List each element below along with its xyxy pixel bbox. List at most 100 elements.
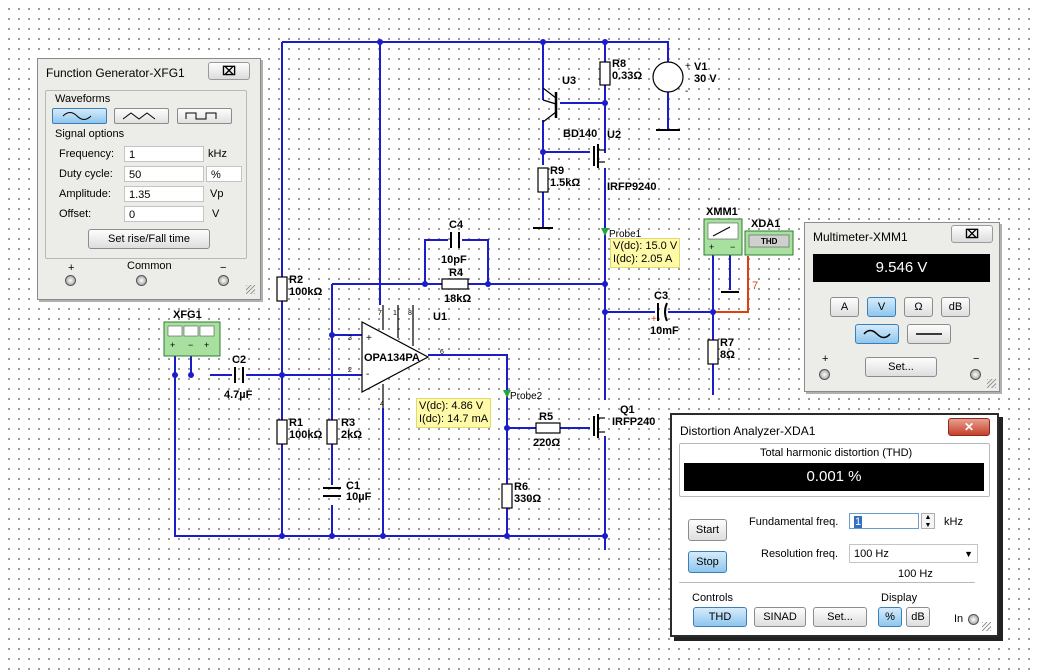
svg-text:10pF: 10pF (441, 254, 467, 266)
thd-button[interactable]: THD (693, 607, 747, 627)
frequency-unit: kHz (208, 148, 227, 160)
svg-text:+: + (651, 314, 657, 325)
frequency-label: Frequency: (59, 148, 115, 160)
r3-resistor[interactable]: R3 2kΩ (326, 417, 362, 445)
resize-grip-icon[interactable] (982, 622, 991, 631)
r9-resistor[interactable]: R9 1.5kΩ (533, 165, 580, 229)
dc-mode-button[interactable] (907, 324, 951, 344)
close-button[interactable]: ✕ (948, 418, 990, 436)
chevron-down-icon: ▼ (964, 549, 973, 559)
svg-text:100kΩ: 100kΩ (289, 429, 322, 441)
sinad-button[interactable]: SINAD (754, 607, 806, 627)
resize-grip-icon[interactable] (987, 379, 996, 388)
q1-mosfet[interactable]: Q1 IRFP240 (593, 404, 655, 438)
r1-resistor[interactable]: R1 100kΩ (276, 417, 322, 445)
probe1-marker[interactable]: Probe1 (601, 228, 642, 240)
plus-terminal[interactable] (65, 275, 76, 286)
start-button[interactable]: Start (688, 519, 727, 541)
xda1-instrument[interactable]: XDA1 THD (744, 218, 794, 256)
decibel-button[interactable]: dB (941, 297, 970, 317)
percent-display-button[interactable]: % (878, 607, 902, 627)
controls-group: Waveforms Signal options Frequency: 1 kH… (45, 90, 247, 259)
function-generator-window[interactable]: Function Generator-XFG1 ⌧ Waveforms Sign… (37, 58, 261, 300)
stop-button[interactable]: Stop (688, 551, 727, 573)
amplitude-unit: Vp (210, 188, 224, 200)
duty-cycle-label: Duty cycle: (59, 168, 113, 180)
c2-capacitor[interactable]: C2 4.7µF (224, 354, 253, 401)
svg-text:THD: THD (761, 237, 778, 246)
u1-opamp[interactable]: 7 1 8 3 2 6 4 + - OPA134PA U1 (348, 305, 447, 408)
db-display-button[interactable]: dB (906, 607, 930, 627)
probe2-marker[interactable]: Probe2 (503, 390, 543, 402)
minus-terminal[interactable] (970, 369, 981, 380)
svg-text:R7: R7 (720, 337, 734, 349)
svg-text:+: + (709, 242, 714, 252)
r2-resistor[interactable]: R2 100kΩ (276, 274, 322, 302)
xfg1-instrument[interactable]: XFG1 + − + (163, 309, 221, 357)
set-rise-fall-button[interactable]: Set rise/Fall time (88, 229, 210, 249)
r8-resistor[interactable]: R8 0.33Ω (599, 58, 642, 86)
plus-terminal[interactable] (819, 369, 830, 380)
display-label: Display (881, 592, 918, 604)
svg-text:−: − (730, 242, 735, 252)
frequency-input[interactable]: 1 (124, 146, 204, 162)
duty-cycle-unit[interactable]: % (206, 166, 242, 182)
svg-text:+: + (204, 340, 209, 350)
amplitude-input[interactable]: 1.35 (124, 186, 204, 202)
measurement-wire[interactable] (713, 256, 749, 313)
offset-input[interactable]: 0 (124, 206, 204, 222)
ac-mode-button[interactable] (855, 324, 899, 344)
offset-label: Offset: (59, 208, 92, 220)
c3-capacitor[interactable]: C3 10mF + (650, 290, 679, 337)
resolution-freq-select[interactable]: 100 Hz ▼ (849, 544, 978, 563)
ac-wave-icon (863, 329, 891, 339)
plus-terminal-label: + (68, 262, 75, 274)
svg-text:Probe2: Probe2 (510, 391, 543, 402)
resize-grip-icon[interactable] (246, 285, 255, 294)
multimeter-display: 9.546 V (813, 254, 990, 282)
svg-text:8: 8 (408, 310, 412, 317)
minus-terminal[interactable] (218, 275, 229, 286)
distortion-analyzer-window[interactable]: Distortion Analyzer-XDA1 ✕ Total harmoni… (670, 413, 999, 637)
u3-transistor[interactable]: U3 BD140 (542, 75, 597, 140)
u2-mosfet[interactable]: U2 IRFP9240 (593, 129, 657, 193)
fundamental-freq-input[interactable]: 1 (849, 513, 919, 529)
svg-text:−: − (188, 340, 193, 350)
close-button[interactable]: ⌧ (208, 62, 250, 80)
triangle-wave-button[interactable] (114, 108, 169, 124)
ammeter-button[interactable]: A (830, 297, 859, 317)
svg-text:100kΩ: 100kΩ (289, 286, 322, 298)
offset-unit: V (212, 208, 220, 220)
set-button[interactable]: Set... (865, 357, 937, 377)
common-terminal[interactable] (136, 275, 147, 286)
v1-source[interactable]: V1 30 V + - (652, 61, 717, 131)
c1-capacitor[interactable]: C1 10µF (323, 480, 372, 503)
freq-spinner[interactable]: ▲▼ (921, 513, 935, 529)
multimeter-window[interactable]: Multimeter-XMM1 ⌧ 9.546 V A V Ω dB + − S… (804, 222, 1000, 392)
sine-wave-button[interactable] (52, 108, 107, 124)
voltmeter-button[interactable]: V (867, 297, 896, 317)
set-button[interactable]: Set... (813, 607, 867, 627)
square-wave-button[interactable] (177, 108, 232, 124)
duty-cycle-input[interactable]: 50 (124, 166, 204, 182)
r6-resistor[interactable]: R6 330Ω (501, 481, 541, 509)
svg-text:Probe1: Probe1 (609, 229, 642, 240)
r5-resistor[interactable]: R5 220Ω (533, 411, 561, 449)
window-title: Function Generator-XFG1 (46, 66, 185, 80)
svg-text:4: 4 (380, 401, 384, 408)
close-button[interactable]: ⌧ (951, 225, 993, 243)
ohmmeter-button[interactable]: Ω (904, 297, 933, 317)
input-terminal-label: In (954, 613, 964, 625)
c4-capacitor[interactable]: C4 10pF (441, 219, 467, 266)
svg-text:+: + (685, 61, 691, 72)
input-terminal[interactable] (968, 614, 979, 625)
r7-resistor[interactable]: R7 8Ω (707, 337, 735, 365)
probe1-voltage: V(dc): 15.0 V (613, 240, 678, 252)
thd-display-group: Total harmonic distortion (THD) 0.001 % (679, 443, 990, 497)
svg-text:C4: C4 (449, 219, 464, 231)
r4-resistor[interactable]: R4 18kΩ (441, 267, 471, 305)
waveforms-label: Waveforms (55, 93, 111, 105)
xmm1-instrument[interactable]: XMM1 + − (703, 206, 743, 293)
svg-text:R6: R6 (514, 481, 528, 493)
